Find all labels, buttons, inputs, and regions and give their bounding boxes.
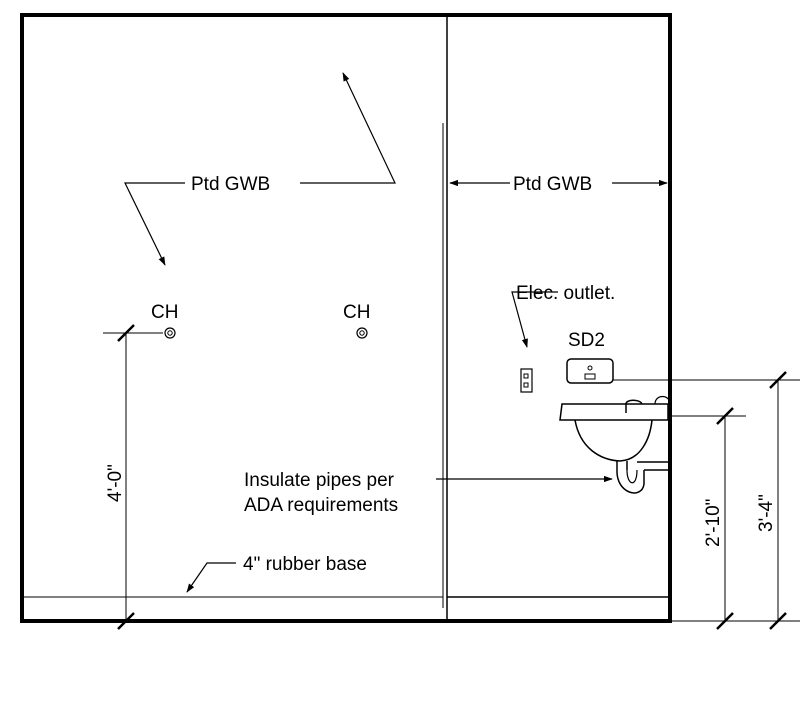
ptd-gwb-right-label: Ptd GWB <box>513 174 592 195</box>
insulate-pipes-callout: Insulate pipes per ADA requirements <box>244 470 613 516</box>
electrical-outlet: Elec. outlet. <box>511 283 615 393</box>
elec-outlet-label: Elec. outlet. <box>516 283 615 304</box>
rubber-base-callout: 4" rubber base <box>186 554 367 593</box>
dispenser-height-dimension: 3'-4" <box>613 371 800 630</box>
coat-hook-right: CH <box>343 302 370 339</box>
insulate-label-line1: Insulate pipes per <box>244 470 395 491</box>
sink-rim-height-label: 2'-10" <box>703 499 724 547</box>
ptd-gwb-left-label: Ptd GWB <box>191 174 270 195</box>
wall-outline <box>20 13 672 623</box>
ptd-gwb-right-callout: Ptd GWB <box>449 174 668 195</box>
ch-height-dimension: 4'-0" <box>103 324 163 630</box>
sink-rim-height-dimension: 2'-10" <box>668 407 746 630</box>
ch-height-label: 4'-0" <box>105 464 126 502</box>
rubber-base-label: 4" rubber base <box>243 554 367 575</box>
insulate-label-line2: ADA requirements <box>244 495 398 516</box>
dispenser-height-label: 3'-4" <box>756 494 777 532</box>
lavatory-sink <box>559 395 671 494</box>
coat-hook-left: CH <box>151 302 178 339</box>
ch-right-label: CH <box>343 302 370 323</box>
ch-left-label: CH <box>151 302 178 323</box>
ptd-gwb-left-callout: Ptd GWB <box>124 72 396 266</box>
partition-wall <box>442 15 448 621</box>
sd2-label: SD2 <box>568 330 605 351</box>
soap-dispenser-sd2: SD2 <box>566 330 614 384</box>
